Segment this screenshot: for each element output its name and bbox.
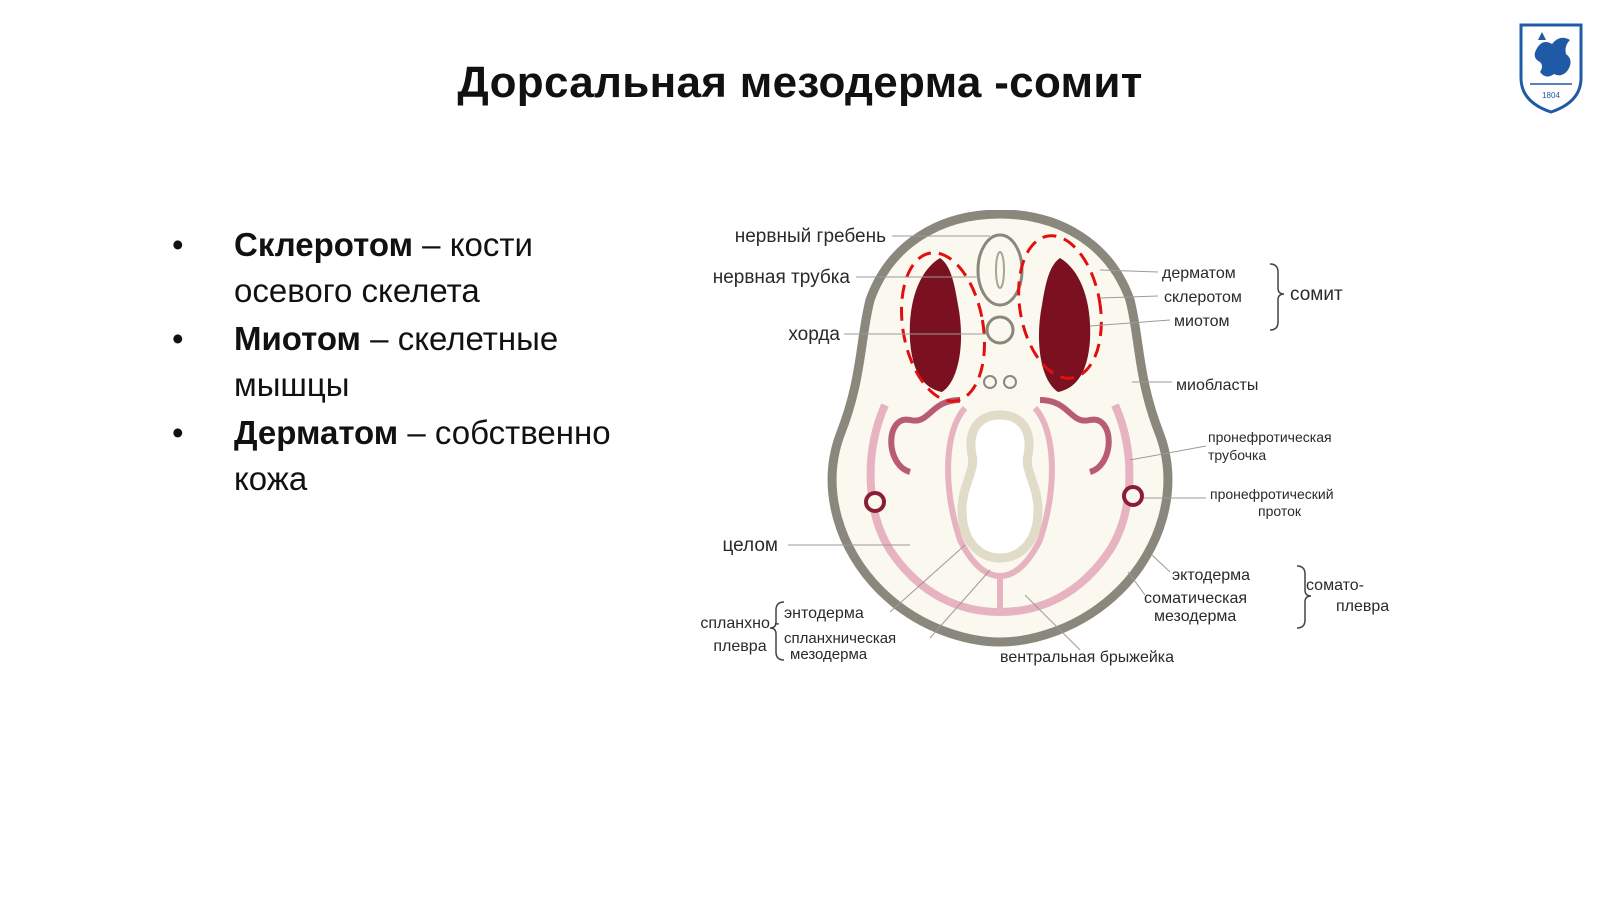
- logo-year: 1804: [1542, 91, 1560, 100]
- label-endoderm: энтодерма: [784, 605, 864, 622]
- pronephric-tubule-right: [1039, 397, 1112, 475]
- label-splanchnopleura-2: плевра: [713, 638, 766, 655]
- slide-title: Дорсальная мезодерма -сомит: [457, 58, 1143, 107]
- label-coelom: целом: [722, 535, 778, 556]
- label-somatic-mesoderm-2: мезодерма: [1154, 608, 1236, 625]
- bullet-item: •Дерматом – собственно кожа: [172, 414, 611, 497]
- label-dermatome: дерматом: [1162, 265, 1236, 282]
- label-pronephric-duct-2: проток: [1258, 503, 1302, 519]
- embryo-cross-section-diagram: нервный гребень нервная трубка хорда цел…: [700, 210, 1389, 666]
- bullet-separator: –: [398, 414, 435, 451]
- bullet-term: Миотом: [234, 320, 361, 357]
- label-notochord: хорда: [788, 324, 840, 345]
- neural-canal: [995, 251, 1005, 289]
- label-somatopleura-2: плевра: [1336, 598, 1389, 615]
- label-pronephric-tubule-1: пронефротическая: [1208, 429, 1332, 445]
- somatopleura-bracket: [1296, 565, 1312, 629]
- label-sclerotome: склеротом: [1164, 289, 1242, 306]
- somite-bracket: [1269, 263, 1285, 331]
- pronephric-tubule-left: [888, 397, 961, 475]
- label-pronephric-tubule-2: трубочка: [1208, 447, 1266, 463]
- myotome-right: [1038, 258, 1091, 392]
- bullet-term: Дерматом: [234, 414, 399, 451]
- label-splanchnic-mesoderm-2: мезодерма: [790, 646, 868, 663]
- label-splanchnic-mesoderm-1: спланхническая: [784, 630, 896, 647]
- label-somatic-mesoderm-1: соматическая: [1144, 590, 1247, 607]
- bullet-separator: –: [413, 226, 450, 263]
- label-neural-tube: нервная трубка: [713, 267, 851, 288]
- pronephric-duct-left: [864, 491, 886, 513]
- label-splanchnopleura-1: спланхно -: [700, 615, 779, 632]
- label-ventral-mesentery: вентральная брыжейка: [1000, 649, 1174, 666]
- aorta-left: [983, 375, 997, 389]
- myotome-left: [909, 258, 962, 392]
- label-myotome: миотом: [1174, 313, 1230, 330]
- bullet-separator: –: [360, 320, 398, 357]
- bullet-item: •Миотом – скелетные мышцы: [172, 320, 559, 403]
- neural-tube: [976, 233, 1024, 307]
- leader-lines: [788, 235, 1207, 651]
- bullet-text: скелетные мышцы: [234, 320, 559, 403]
- bullet-item: •Склеротом – кости осевого скелета: [172, 226, 533, 309]
- label-somite: сомит: [1290, 284, 1343, 305]
- university-crest-icon: 1804: [1519, 23, 1583, 114]
- notochord: [985, 315, 1015, 345]
- pronephric-duct-right: [1122, 485, 1144, 507]
- label-neural-crest: нервный гребень: [735, 226, 886, 247]
- gut-endoderm: [957, 410, 1043, 563]
- bullet-term: Склеротом: [234, 226, 413, 263]
- bullet-text: собственно кожа: [234, 414, 611, 497]
- sclerotome-highlight-right: [1017, 234, 1103, 380]
- splanchnopleura-bracket: [769, 601, 785, 661]
- label-myoblasts: миобласты: [1176, 377, 1258, 394]
- label-ectoderm: эктодерма: [1172, 567, 1250, 584]
- bullet-text: кости осевого скелета: [234, 226, 533, 309]
- label-somatopleura-1: сомато-: [1306, 577, 1364, 594]
- label-pronephric-duct-1: пронефротический: [1210, 486, 1334, 502]
- bullet-list: •Склеротом – кости осевого скелета •Миот…: [166, 222, 656, 504]
- aorta-right: [1003, 375, 1017, 389]
